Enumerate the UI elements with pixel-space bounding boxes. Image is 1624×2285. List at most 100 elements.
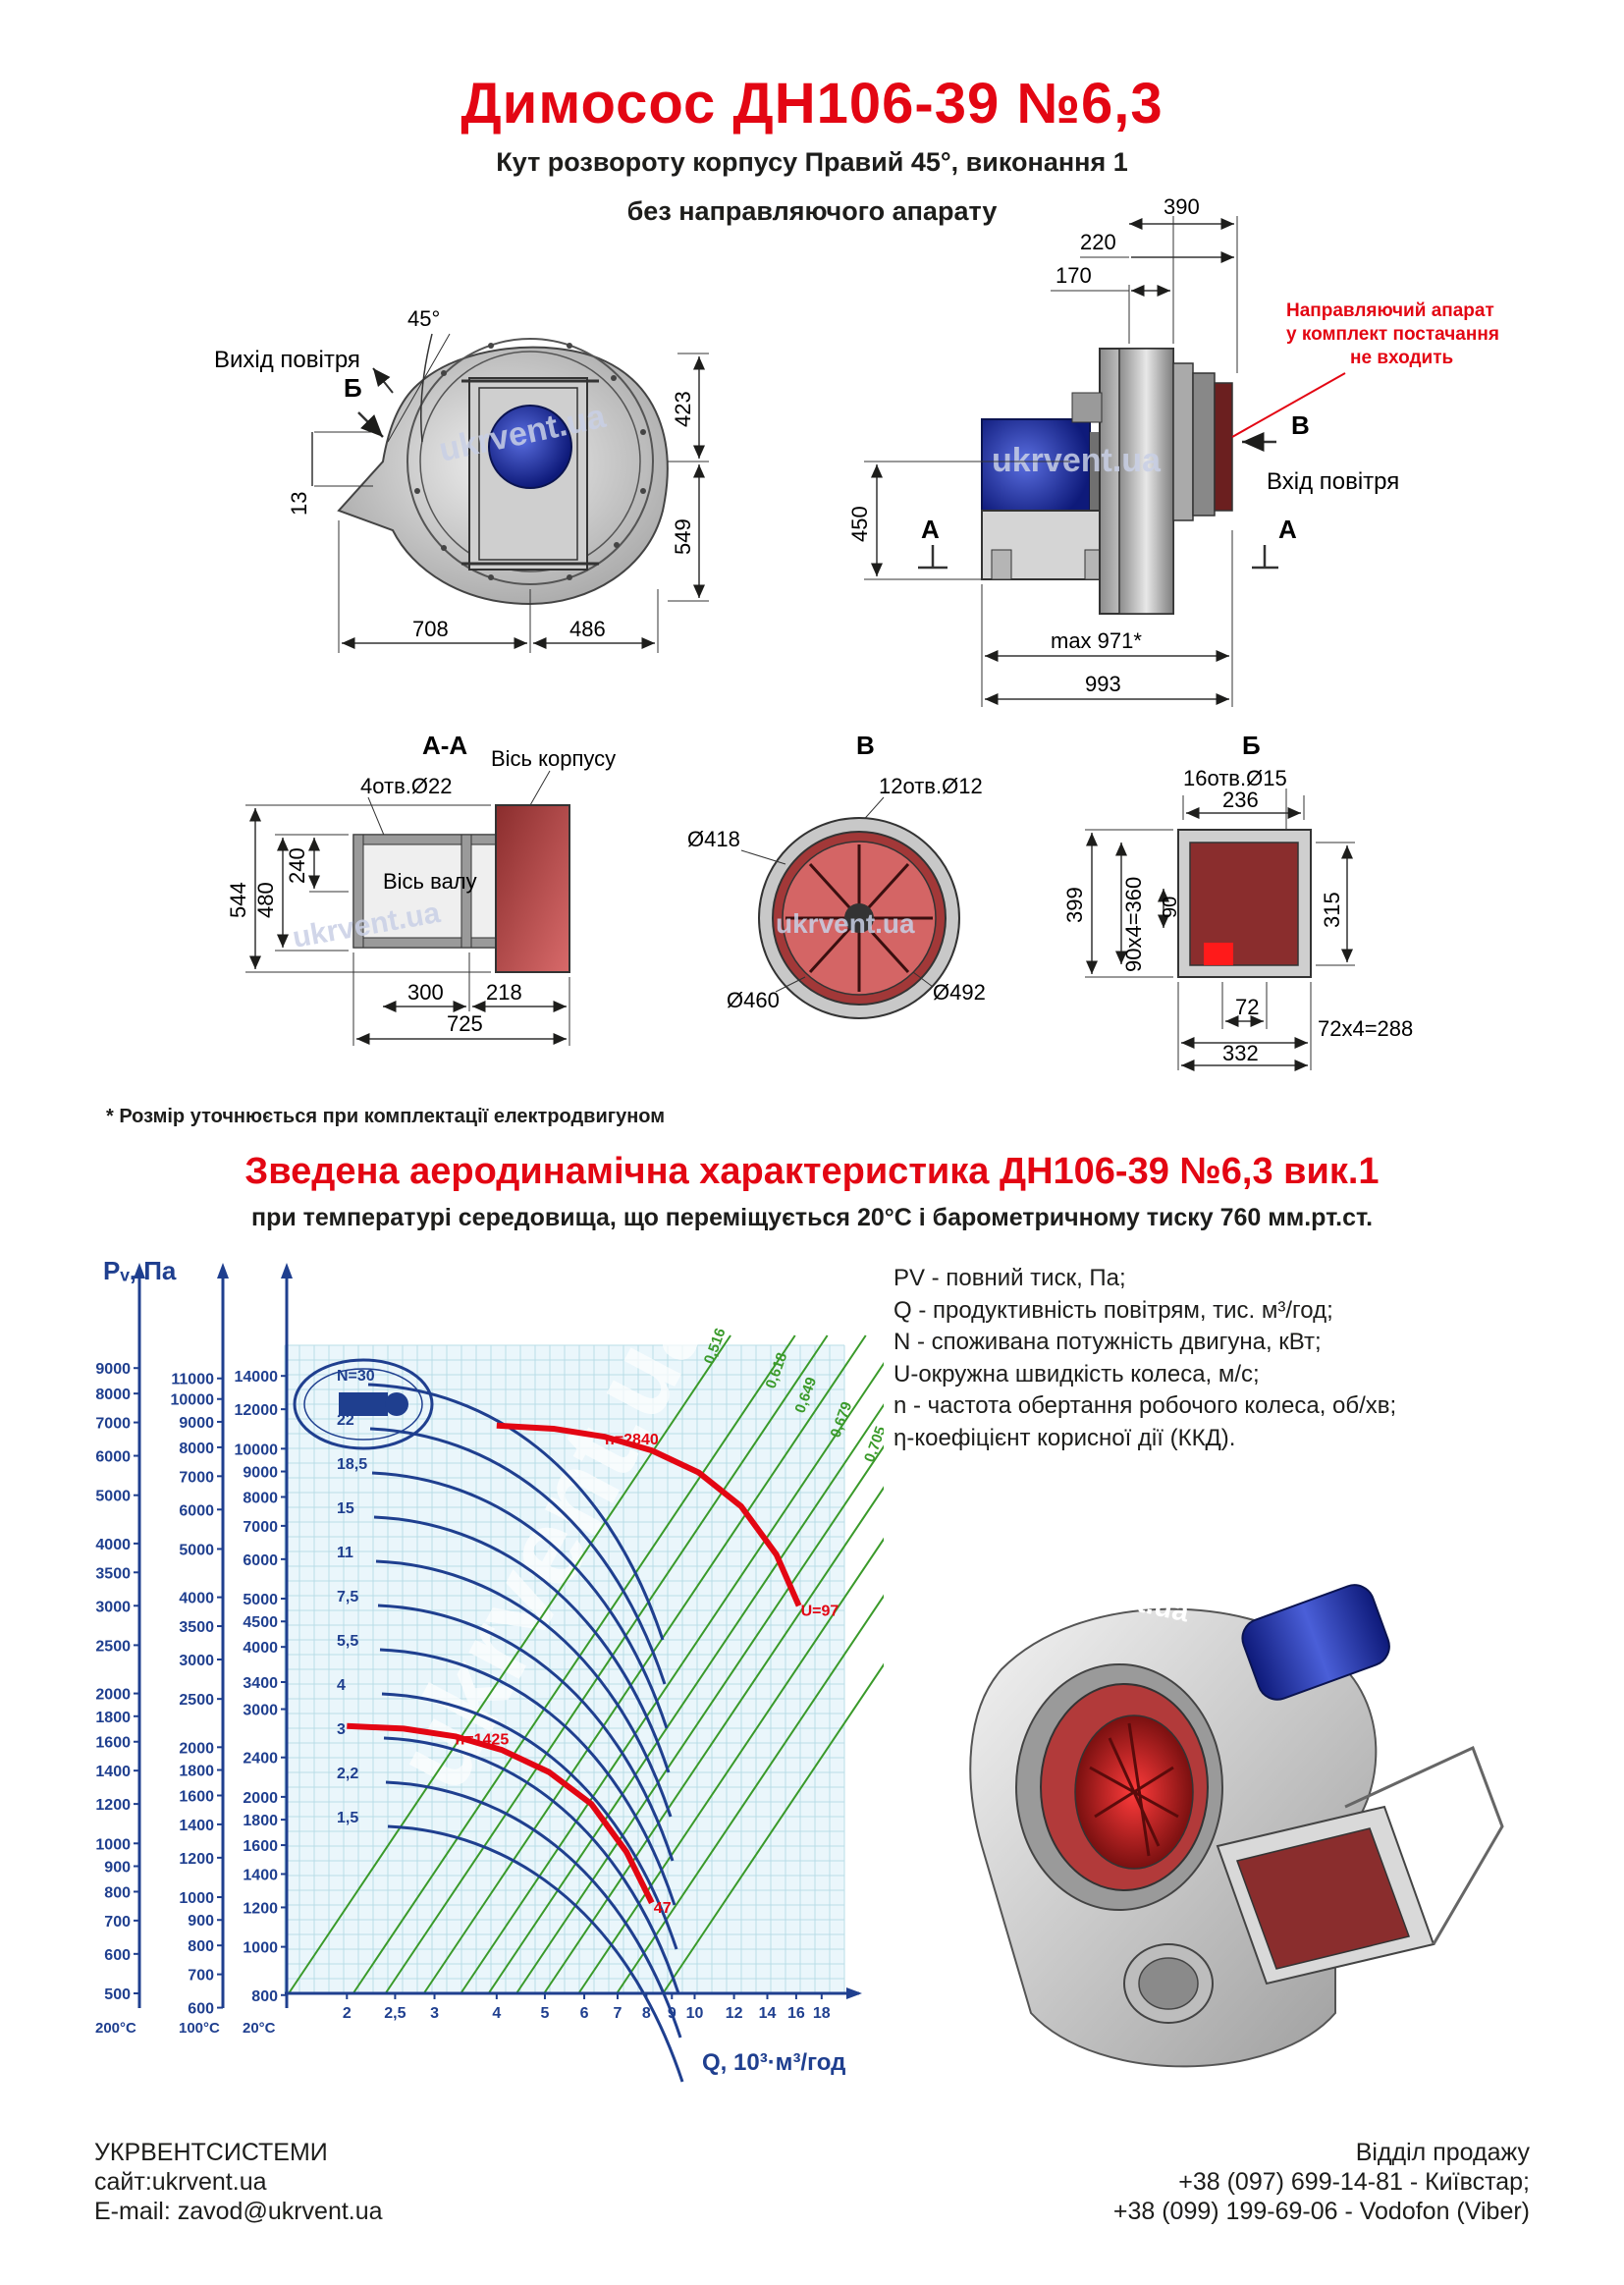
motor-front <box>981 418 1091 528</box>
y-tick-label: 4000 <box>95 1537 131 1553</box>
legend-item: U-окружна швидкість колеса, м/с; <box>893 1360 1260 1387</box>
power-label: 2,2 <box>337 1766 358 1782</box>
power-curve <box>375 1559 673 1818</box>
side-view-drawing: ukrvent.ua 708 486 423 549 13 Вихід пові… <box>214 306 709 653</box>
render-motor <box>1241 1584 1390 1701</box>
view-b-title: Б <box>1242 731 1261 760</box>
dim-220: 220 <box>1080 230 1116 254</box>
y-tick-label: 10000 <box>171 1392 215 1409</box>
y-tick-label: 11000 <box>171 1372 214 1388</box>
y-tick-label: 1000 <box>95 1836 131 1853</box>
phone-kyivstar[interactable]: +38 (097) 699-14-81 - Київстар; <box>1178 2168 1530 2196</box>
power-curve <box>385 1780 682 2039</box>
body-axis-label: Вісь корпусу <box>491 746 616 771</box>
power-curve <box>371 1471 669 1729</box>
y-tick-label: 1000 <box>179 1890 214 1907</box>
dim-725: 725 <box>447 1011 483 1036</box>
x-tick-label: 12 <box>726 2005 743 2022</box>
company-email[interactable]: E-mail: zavod@ukrvent.ua <box>94 2198 383 2225</box>
y-axis-arrow <box>134 1263 145 1279</box>
power-label: 22 <box>337 1412 354 1429</box>
view-v-drawing: В 12отв.Ø12 ukrvent.ua Ø418 Ø460 Ø492 <box>687 731 986 1019</box>
phone-vodafone[interactable]: +38 (099) 199-69-06 - Vodofon (Viber) <box>1112 2198 1530 2225</box>
temp-label: 200°C <box>95 2020 136 2037</box>
y-tick-label: 600 <box>188 2001 214 2018</box>
power-label: 5,5 <box>337 1633 358 1650</box>
y-axis-arrow <box>281 1263 293 1279</box>
d492-label: Ø492 <box>933 980 986 1005</box>
annotation-label: 47 <box>654 1900 672 1917</box>
y-tick-label: 2400 <box>243 1751 278 1768</box>
power-curve <box>379 1648 677 1906</box>
y-tick-label: 7000 <box>179 1469 214 1486</box>
y-tick-label: 1400 <box>243 1867 278 1883</box>
efficiency-line <box>616 1594 884 1994</box>
dim-544: 544 <box>226 882 250 918</box>
aa-holes-label: 4отв.Ø22 <box>360 774 452 798</box>
y-tick-label: 4000 <box>179 1591 214 1607</box>
aa-housing <box>495 804 570 973</box>
y-tick-label: 6000 <box>179 1502 214 1519</box>
dim-450: 450 <box>847 506 872 542</box>
x-tick-label: 18 <box>813 2005 831 2022</box>
y-tick-label: 4500 <box>243 1614 278 1631</box>
y-tick-label: 9000 <box>179 1415 214 1432</box>
efficiency-line <box>352 1334 796 1994</box>
x-tick-label: 4 <box>492 2005 501 2022</box>
y-axis-title: Pᵥ, Па <box>103 1256 177 1285</box>
x-tick-label: 6 <box>580 2005 589 2022</box>
y-tick-label: 1000 <box>243 1940 278 1957</box>
x-tick-label: 8 <box>642 2005 651 2022</box>
efficiency-line <box>487 1403 884 1994</box>
y-tick-label: 6000 <box>243 1552 278 1569</box>
annotation-label: U=97 <box>801 1603 839 1619</box>
page-title: Димосос ДН106-39 №6,3 <box>460 72 1164 136</box>
d418-label: Ø418 <box>687 827 740 851</box>
power-curve <box>381 1692 678 1950</box>
section-title: Зведена аеродинамічна характеристика ДН1… <box>244 1151 1380 1192</box>
power-label: 11 <box>337 1545 353 1561</box>
x-tick-label: 2 <box>343 2005 352 2022</box>
chart-legend: PV - повний тиск, Па;Q - продуктивність … <box>893 1263 1396 1454</box>
dim-13: 13 <box>287 492 311 516</box>
y-tick-label: 9000 <box>95 1361 131 1378</box>
v-holes-label: 12отв.Ø12 <box>879 774 983 798</box>
temp-label: 20°C <box>243 2020 276 2037</box>
series-label: n=2840 <box>605 1432 659 1448</box>
watermark-front: ukrvent.ua <box>992 442 1162 479</box>
y-tick-label: 2000 <box>179 1740 214 1757</box>
footer-company-block: УКРВЕНТСИСТЕМИ сайт:ukrvent.ua E-mail: z… <box>94 2138 383 2226</box>
dim-315: 315 <box>1320 892 1344 928</box>
y-tick-label: 2500 <box>179 1692 214 1709</box>
company-name: УКРВЕНТСИСТЕМИ <box>94 2139 328 2166</box>
view-v-marker: В <box>1291 410 1310 440</box>
y-axes: 9000800070006000500040003500300025002000… <box>95 1263 293 2037</box>
power-curve <box>373 1515 671 1773</box>
y-tick-label: 1800 <box>243 1813 278 1829</box>
view-v-title: В <box>856 731 875 760</box>
y-tick-label: 7000 <box>95 1416 131 1433</box>
fan-3d-render: ukrvent.ua <box>969 1566 1504 2068</box>
x-tick-label: 14 <box>759 2005 777 2022</box>
dim-993: 993 <box>1085 672 1121 696</box>
dim-218: 218 <box>486 980 522 1005</box>
temp-label: 100°C <box>179 2020 220 2037</box>
y-tick-label: 800 <box>188 1938 214 1955</box>
lab-stamp <box>293 1358 434 1450</box>
y-tick-label: 7000 <box>243 1519 278 1536</box>
power-label: 18,5 <box>337 1456 367 1473</box>
efficiency-line <box>288 1334 731 1994</box>
section-subtitle: при температурі середовища, що переміщує… <box>250 1204 1374 1231</box>
company-site[interactable]: сайт:ukrvent.ua <box>94 2168 267 2196</box>
efficiency-line <box>662 1662 884 1994</box>
dim-390: 390 <box>1164 194 1200 219</box>
power-curve <box>369 1427 667 1685</box>
efficiency-line <box>543 1486 884 1994</box>
watermark-v: ukrvent.ua <box>776 908 915 939</box>
dim-max971: max 971* <box>1051 628 1142 653</box>
y-tick-label: 2000 <box>243 1790 278 1807</box>
render-outlet <box>1236 1827 1410 1970</box>
y-tick-label: 4000 <box>243 1640 278 1657</box>
front-view-drawing: ukrvent.ua 390 220 170 Направляючий апар… <box>847 194 1499 707</box>
